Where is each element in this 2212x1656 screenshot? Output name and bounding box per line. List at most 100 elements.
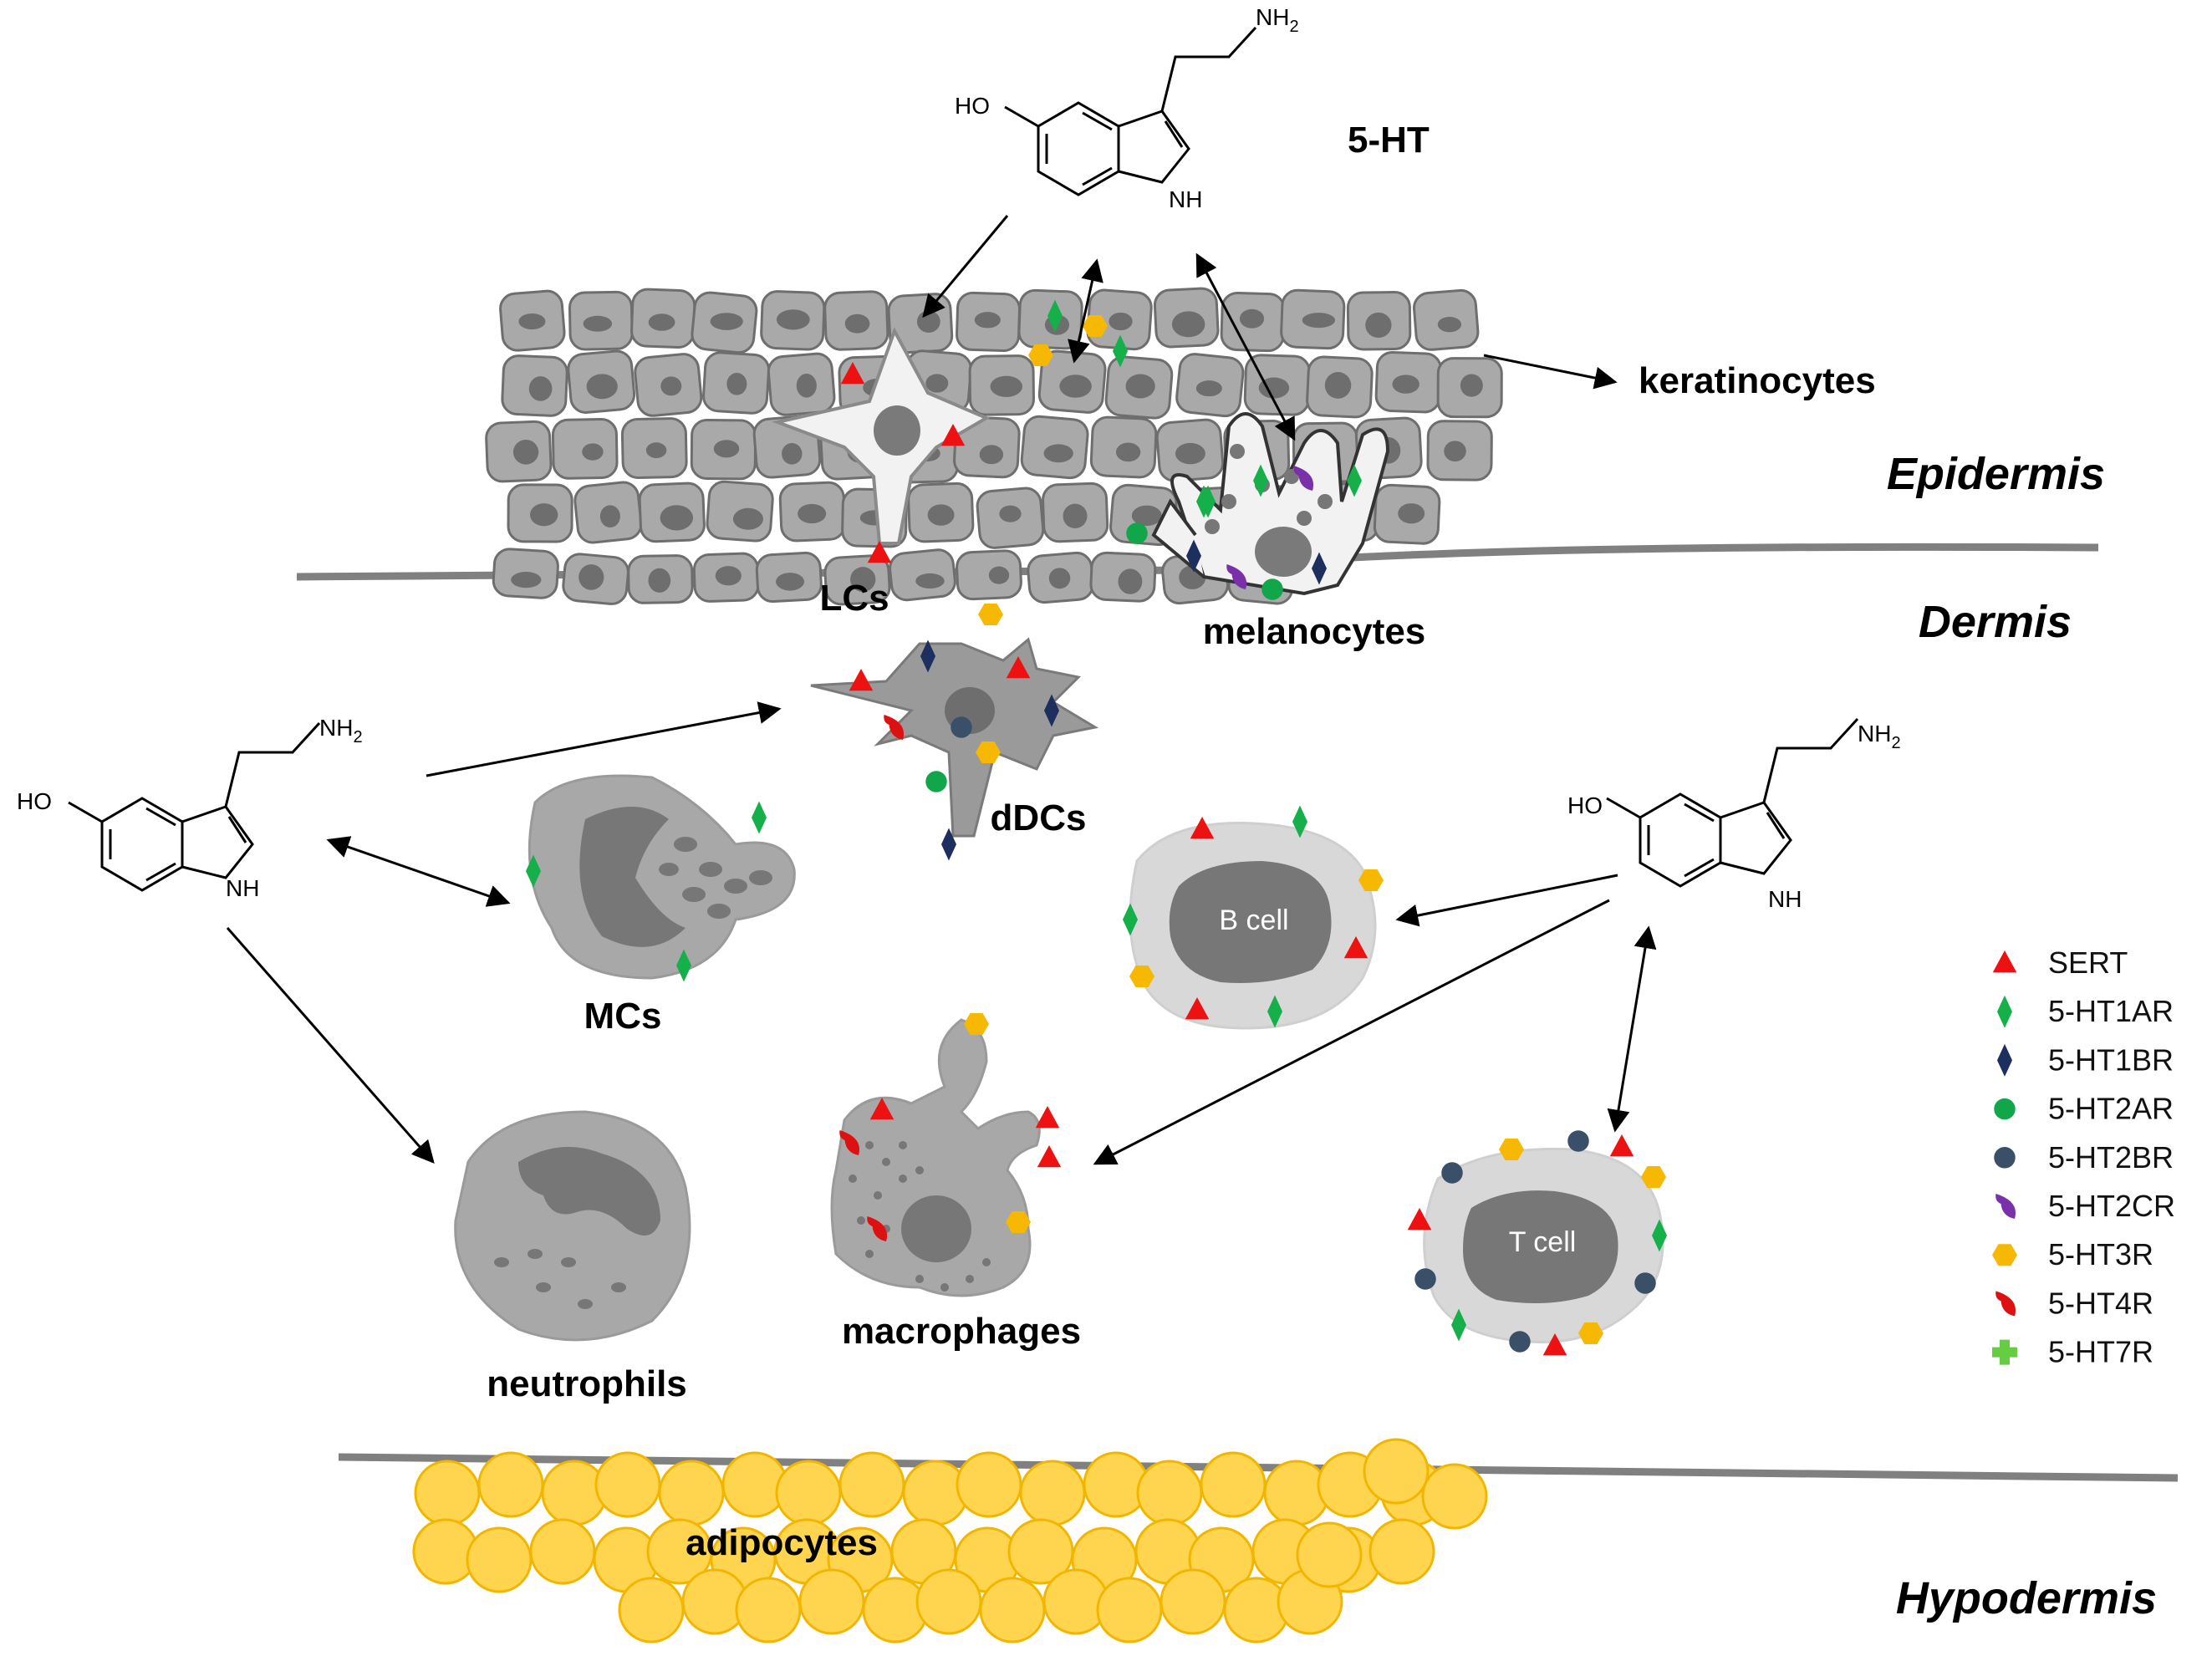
keratinocyte-nucleus [1302, 313, 1336, 329]
5-ht2cr-marker [1995, 1194, 2016, 1219]
sert-marker [1609, 1134, 1634, 1157]
5-ht1ar-marker [1652, 1219, 1667, 1252]
b-cell: B cell [1129, 822, 1377, 1030]
ring-nh-label: NH [226, 875, 259, 901]
keratinocyte-nucleus [1444, 441, 1466, 462]
sert-marker [1542, 1333, 1567, 1356]
adipocyte [979, 1577, 1046, 1643]
5-ht2br-marker [1509, 1331, 1531, 1353]
keratinocyte-nucleus [925, 374, 949, 393]
keratinocyte-nucleus [798, 503, 827, 524]
keratinocyte-nucleus [511, 572, 542, 589]
adipocyte [594, 1451, 661, 1518]
keratinocyte-nucleus [1175, 442, 1205, 465]
ring-nh-label: NH [1768, 886, 1802, 912]
keratinocyte-nucleus [710, 313, 743, 330]
b-cell-label: B cell [1219, 904, 1288, 936]
amine-label: NH2 [1858, 721, 1901, 752]
5-ht1ar-marker [1253, 464, 1268, 497]
5-ht2br-marker [1567, 1130, 1589, 1152]
5-ht1ar-marker [1196, 485, 1211, 518]
5-ht4r-marker [1995, 1291, 2016, 1317]
adipocyte [658, 1460, 725, 1526]
legend-label: 5-HT4R [2048, 1286, 2153, 1320]
5-ht3r-marker [1641, 1166, 1666, 1188]
adipocyte-layer [412, 1438, 1488, 1643]
mcs-label: MCs [584, 996, 662, 1037]
epidermis-label: Epidermis [1887, 449, 2105, 499]
keratinocyte-nucleus [850, 567, 876, 592]
amine-label: NH2 [1256, 4, 1299, 36]
keratinocyte-nucleus [1460, 374, 1483, 397]
keratinocytes-label: keratinocytes [1639, 360, 1876, 401]
receptor-markers [526, 299, 1667, 1356]
legend-label: SERT [2048, 945, 2128, 980]
lcs-label: LCs [819, 578, 889, 619]
5-ht3r-marker [1358, 869, 1384, 891]
5-ht2br-marker [1414, 1268, 1436, 1290]
keratinocyte-nucleus [1392, 375, 1419, 394]
5-ht2ar-marker [1261, 578, 1283, 600]
5-ht1ar-marker [526, 854, 541, 888]
keratinocyte-nucleus [660, 505, 694, 531]
5-ht1br-marker [920, 639, 935, 673]
keratinocyte-nucleus [583, 315, 613, 332]
interaction-arrows [226, 215, 1657, 1165]
keratinocyte-nucleus [915, 573, 945, 589]
keratinocyte-nucleus [578, 564, 604, 590]
5-ht1br-marker [941, 828, 956, 861]
5-ht1br-marker [1312, 552, 1327, 585]
ring-nh-label: NH [1169, 186, 1202, 212]
sert-marker [940, 424, 966, 446]
5-ht1ar-marker [1267, 995, 1282, 1028]
adipocyte [1363, 1438, 1430, 1505]
t-cell: T cell [1423, 1147, 1664, 1343]
keratinocyte-nucleus [732, 507, 763, 530]
keratinocyte-nucleus [645, 442, 667, 459]
serotonin-molecule-left: HO NH NH2 [17, 715, 363, 901]
5-ht1br-marker [1997, 1043, 2012, 1077]
5-ht2br-marker [951, 716, 972, 738]
keratinocyte-nucleus [1118, 568, 1143, 594]
legend-label: 5-HT2AR [2048, 1092, 2174, 1126]
adipocytes-label: adipocytes [686, 1522, 878, 1563]
adipocyte [1096, 1577, 1163, 1643]
keratinocyte-nucleus [528, 376, 553, 401]
5-ht2ar-marker [1126, 522, 1148, 544]
adipocyte [1200, 1451, 1267, 1518]
adipocyte [1296, 1521, 1363, 1588]
5-ht1ar-marker [1451, 1308, 1466, 1342]
arrow-5ht-to-bcell [1395, 874, 1618, 927]
5-ht3r-marker [1129, 966, 1154, 987]
adipocyte [414, 1460, 481, 1526]
sert-marker [867, 541, 892, 563]
5-ht2ar-marker [1994, 1098, 2016, 1120]
macrophages-label: macrophages [842, 1311, 1081, 1352]
sert-marker [1035, 1106, 1060, 1129]
keratinocyte-nucleus [1171, 311, 1205, 338]
5-ht1ar-marker [1113, 334, 1128, 368]
keratinocyte-nucleus [518, 313, 546, 330]
keratinocyte-nucleus [1131, 505, 1162, 527]
amine-label: NH2 [319, 715, 363, 746]
legend-label: 5-HT1AR [2048, 994, 2174, 1028]
5-ht1br-marker [1186, 539, 1201, 573]
adipocyte [1160, 1568, 1226, 1635]
5-ht2br-marker [1441, 1162, 1463, 1184]
sert-marker [1037, 1145, 1062, 1168]
keratinocyte-nucleus [776, 309, 810, 330]
sert-marker [1185, 997, 1210, 1020]
keratinocyte-nucleus [990, 375, 1023, 398]
arrow-5ht-tcell [1607, 925, 1657, 1133]
arrow-5ht-keratinocytes [1068, 258, 1103, 364]
keratinocyte-nucleus [530, 503, 558, 527]
serotonin-molecule-top: HO NH NH2 [955, 4, 1299, 212]
sert-marker [849, 669, 874, 691]
keratinocyte-nucleus [660, 376, 682, 396]
keratinocyte-nucleus [599, 505, 620, 528]
sert-marker [1006, 656, 1031, 679]
sert-marker [869, 1098, 894, 1120]
keratinocyte-nucleus [1324, 372, 1352, 399]
mast-cell [528, 774, 796, 980]
